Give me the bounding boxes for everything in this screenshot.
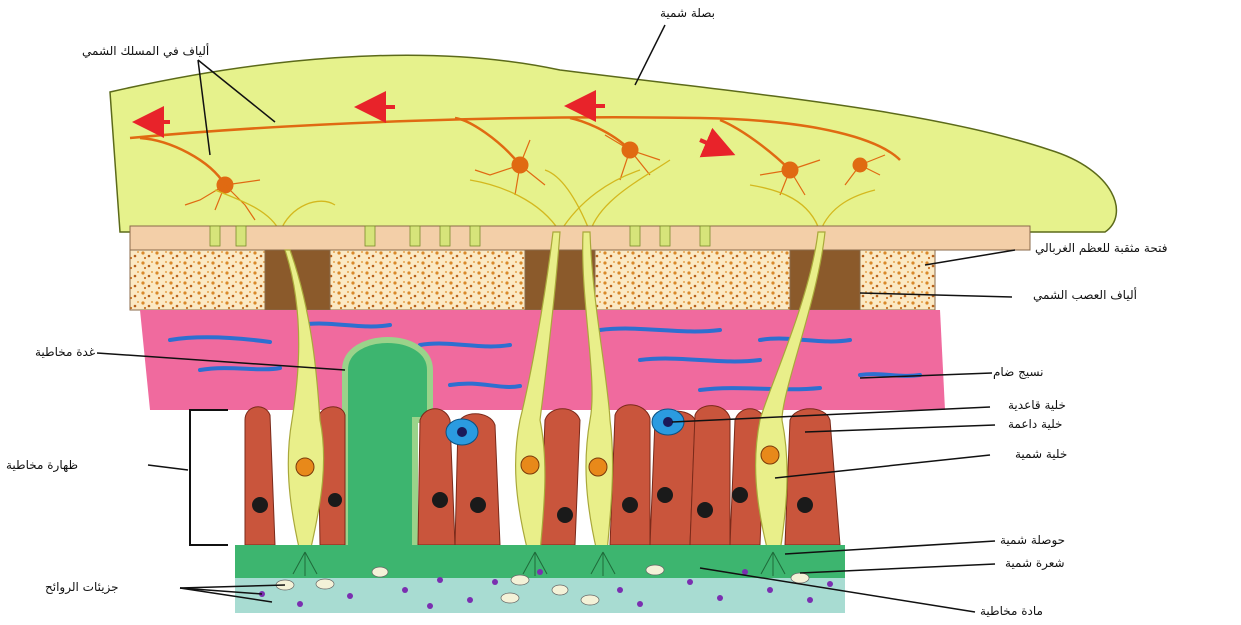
label-olfactory-bulb: بصلة شمية <box>660 6 715 20</box>
label-supporting-cell: خلية داعمة <box>1008 417 1062 431</box>
label-olfactory-hair: شعرة شمية <box>1005 556 1065 570</box>
label-olfactory-nerve-fibers: ألياف العصب الشمي <box>1033 288 1137 302</box>
epithelium-bracket <box>190 410 228 545</box>
label-mucous-gland: غدة مخاطية <box>35 345 95 359</box>
label-olfactory-vesicle: حوصلة شمية <box>1000 533 1065 547</box>
label-odor-molecules: جزيئات الروائح <box>45 580 119 594</box>
label-olfactory-tract-fibers: ألياف في المسلك الشمي <box>82 44 209 58</box>
label-cribriform-plate: فتحة مثقبة للعظم الغربالي <box>1035 241 1167 255</box>
mucous-gland <box>345 340 430 555</box>
cribriform-band <box>130 226 1030 250</box>
label-basal-cell: خلية قاعدية <box>1008 398 1066 412</box>
label-mucus: مادة مخاطية <box>980 604 1043 618</box>
label-olfactory-epithelium: ظهارة مخاطية <box>6 458 78 472</box>
olfactory-bulb <box>110 55 1116 232</box>
label-olfactory-cell: خلية شمية <box>1015 447 1067 461</box>
label-connective-tissue: نسيج ضام <box>993 365 1044 379</box>
